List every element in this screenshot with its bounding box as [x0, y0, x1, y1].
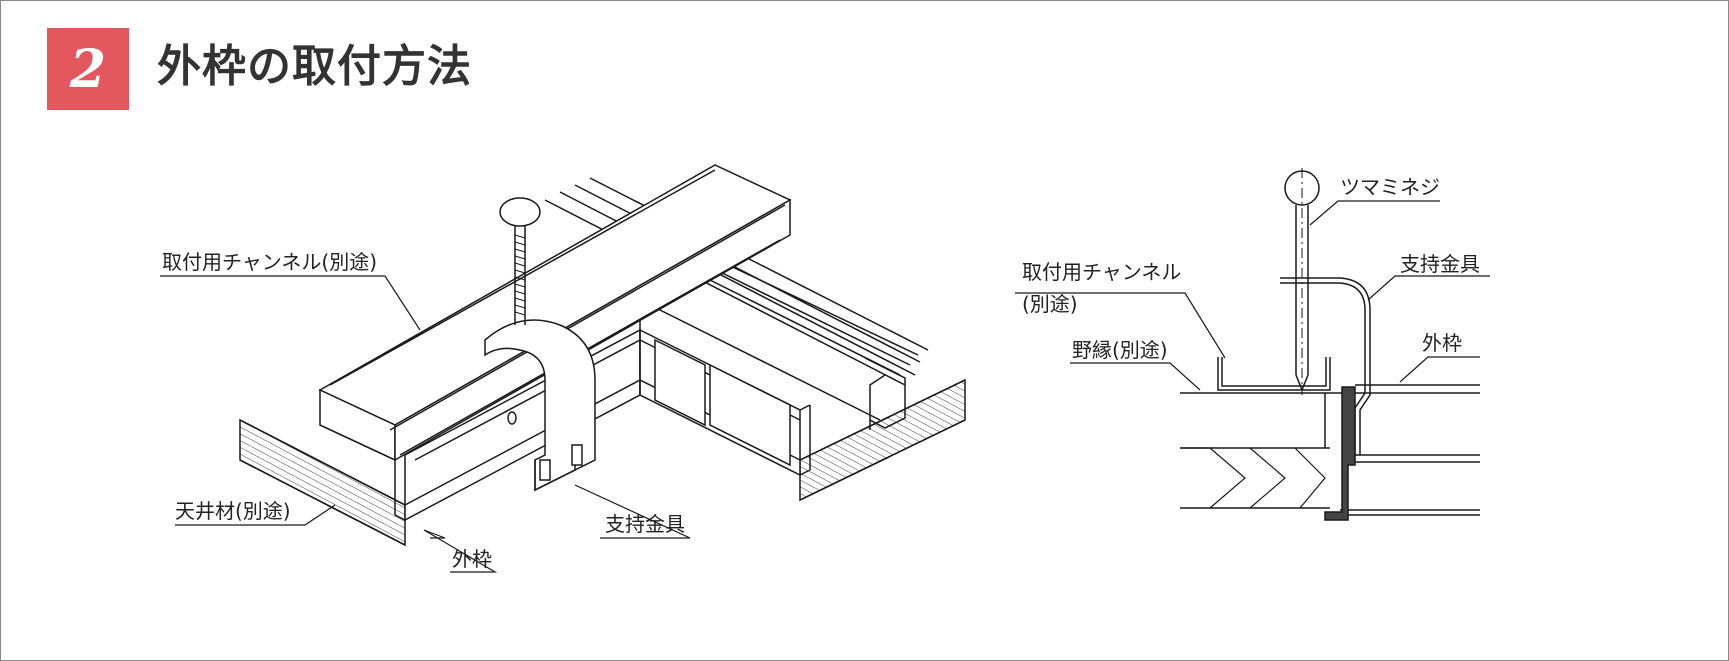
leader-channel — [160, 275, 421, 331]
leader-frame-2 — [423, 529, 498, 573]
label-ceiling: 天井材(別途) — [175, 499, 291, 523]
label-knob-screw: ツマミネジ — [1340, 175, 1440, 199]
leader-frame — [423, 529, 446, 539]
section-outer-frame — [1324, 386, 1356, 521]
label-outer-frame-right: 外枠 — [1422, 331, 1462, 355]
leader-channel-right — [1015, 292, 1226, 359]
ceiling-board-right — [799, 378, 966, 502]
section-channel — [1217, 357, 1331, 391]
section-view — [1015, 168, 1490, 521]
step-number-badge: 2 — [47, 28, 129, 110]
section-knob-screw — [1284, 168, 1320, 395]
support-bracket — [484, 319, 596, 492]
leader-knob-screw — [1309, 200, 1440, 226]
leader-ceiling — [175, 504, 336, 526]
leader-lines-left — [160, 275, 691, 573]
knob-screw — [499, 197, 541, 325]
label-bracket-left: 支持金具 — [605, 512, 685, 536]
label-outer-frame-left: 外枠 — [452, 547, 492, 571]
leader-bracket-right — [1367, 275, 1490, 301]
label-channel-right-line1: 取付用チャンネル — [1022, 260, 1181, 284]
leader-lines-right — [1015, 200, 1490, 391]
leader-furring — [1070, 362, 1201, 391]
isometric-view — [160, 164, 966, 573]
label-furring: 野縁(別途) — [1072, 338, 1168, 362]
ceiling-board-left — [239, 418, 406, 547]
leader-frame-right — [1399, 356, 1480, 383]
section-bracket — [1280, 277, 1371, 455]
label-bracket-right: 支持金具 — [1400, 252, 1480, 276]
rivet-hole-1 — [507, 411, 517, 425]
mounting-channel — [318, 164, 906, 462]
page-title: 外枠の取付方法 — [157, 41, 472, 92]
leader-bracket — [574, 484, 691, 539]
label-channel-left: 取付用チャンネル(別途) — [162, 250, 377, 274]
label-channel-right-line2: (別途) — [1022, 292, 1078, 316]
